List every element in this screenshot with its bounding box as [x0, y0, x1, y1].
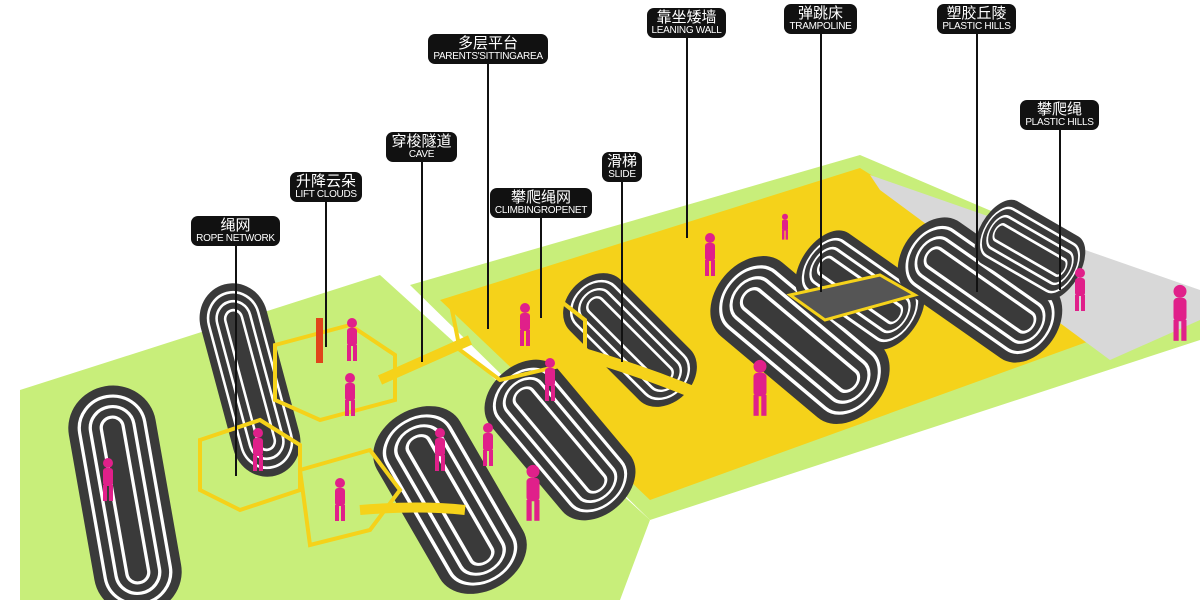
leader-line — [420, 162, 423, 363]
leader-line — [540, 218, 542, 319]
label-zh: 攀爬绳网 — [510, 188, 571, 206]
label-en: CAVE — [408, 148, 435, 160]
leader-line — [975, 34, 978, 293]
red-pole — [316, 318, 323, 363]
label-en: SLIDE — [608, 168, 636, 180]
label-en: ROPE NETWORK — [196, 232, 275, 244]
leader-line — [819, 34, 822, 293]
label-zh: 靠坐矮墙 — [656, 8, 717, 26]
leader-line — [621, 182, 623, 363]
trampoline — [786, 273, 919, 322]
label-zh: 弹跳床 — [797, 4, 843, 22]
leader-line — [487, 64, 489, 330]
label-en: CLIMBINGROPENET — [494, 204, 588, 216]
label-zh: 升降云朵 — [295, 172, 356, 190]
leader-line — [685, 38, 688, 239]
label-zh: 绳网 — [220, 216, 251, 234]
label-en: LEANING WALL — [651, 24, 722, 36]
label-en: PARENTS'SITTINGAREA — [433, 50, 543, 62]
yellow-structures — [198, 282, 731, 548]
label-zh: 穿梭隧道 — [391, 132, 452, 150]
label-zh: 多层平台 — [457, 34, 518, 52]
label-zh: 滑梯 — [606, 152, 637, 170]
label-en: LIFT CLOUDS — [295, 188, 357, 200]
leader-line — [1058, 130, 1061, 291]
leader-line — [234, 246, 237, 477]
label-zh: 攀爬绳 — [1036, 100, 1082, 118]
label-en: PLASTIC HILLS — [1025, 116, 1094, 128]
label-zh: 塑胶丘陵 — [946, 4, 1007, 22]
label-en: TRAMPOLINE — [789, 20, 852, 32]
leader-line — [325, 202, 327, 348]
label-en: PLASTIC HILLS — [942, 20, 1011, 32]
